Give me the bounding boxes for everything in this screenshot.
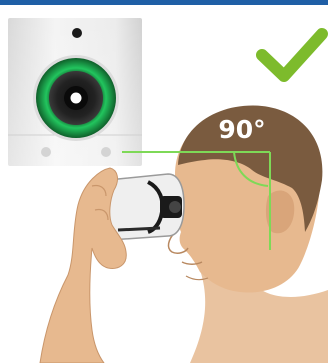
- device-closeup: [8, 18, 142, 166]
- handheld-scanner: [108, 174, 184, 240]
- checkmark-icon: [262, 34, 322, 76]
- person-illustration: [168, 106, 328, 363]
- angle-label: 90°: [212, 115, 272, 144]
